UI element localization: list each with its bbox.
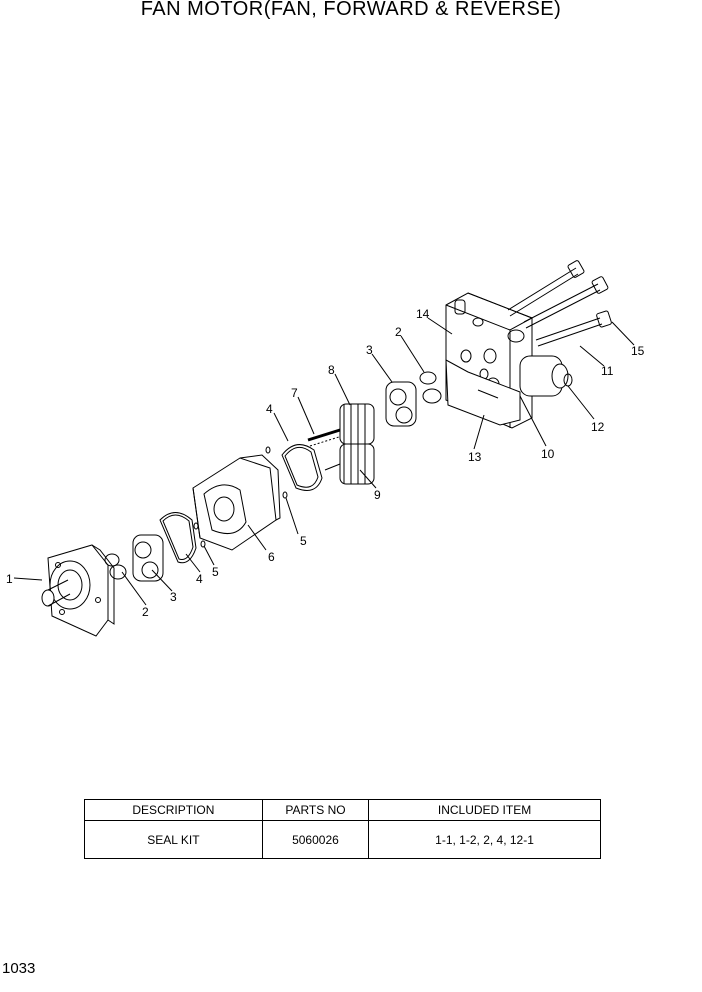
callout-15: 15 [631,344,645,358]
header-parts-no: PARTS NO [261,799,370,821]
callout-2b: 2 [395,325,402,339]
callout-12: 12 [591,420,605,434]
callout-7: 7 [291,386,298,400]
part-13-valve-section [445,359,521,426]
page-number: 1033 [2,960,36,977]
part-4-oring-right [281,444,323,491]
cell-description: SEAL KIT [84,820,263,859]
callout-2: 2 [142,605,149,619]
callout-6: 6 [268,550,275,564]
part-3-bushing-right [385,381,417,427]
part-1-front-cover [41,544,115,637]
part-11-bolts [507,260,612,347]
cell-included-item: 1-1, 1-2, 2, 4, 12-1 [368,820,601,859]
callout-9: 9 [374,488,381,502]
callout-8: 8 [328,363,335,377]
callout-4b: 4 [266,402,273,416]
leader-lines [13,317,635,606]
callout-13: 13 [468,450,482,464]
callout-3b: 3 [366,343,373,357]
cell-parts-no: 5060026 [261,820,370,859]
callout-5b: 5 [300,534,307,548]
part-3-bushing-left [132,534,164,582]
page-title: FAN MOTOR(FAN, FORWARD & REVERSE) [140,0,562,20]
header-included-item: INCLUDED ITEM [368,799,601,821]
table-header-row: DESCRIPTION PARTS NO INCLUDED ITEM [84,799,601,821]
part-8-drive-gear [307,403,375,447]
seal-kit-table: DESCRIPTION PARTS NO INCLUDED ITEM SEAL … [84,799,601,859]
part-2-seal-ring-left [104,553,127,580]
callout-numbers: 1 2 3 4 5 6 5 4 7 8 9 3 2 14 13 10 12 11… [6,307,645,619]
callout-4: 4 [196,572,203,586]
part-4-oring-left [159,512,197,564]
part-9-driven-gear [324,443,375,485]
header-description: DESCRIPTION [84,799,263,821]
callout-11: 11 [601,364,614,378]
callout-3: 3 [170,590,177,604]
part-6-housing [192,454,281,551]
part-10-solenoid [519,355,573,397]
callout-14: 14 [416,307,430,321]
callout-10: 10 [541,447,555,461]
callout-1: 1 [6,572,13,586]
part-2-seal-ring-right [419,371,442,404]
table-row: SEAL KIT 5060026 1-1, 1-2, 2, 4, 12-1 [84,820,601,859]
callout-5: 5 [212,565,219,579]
